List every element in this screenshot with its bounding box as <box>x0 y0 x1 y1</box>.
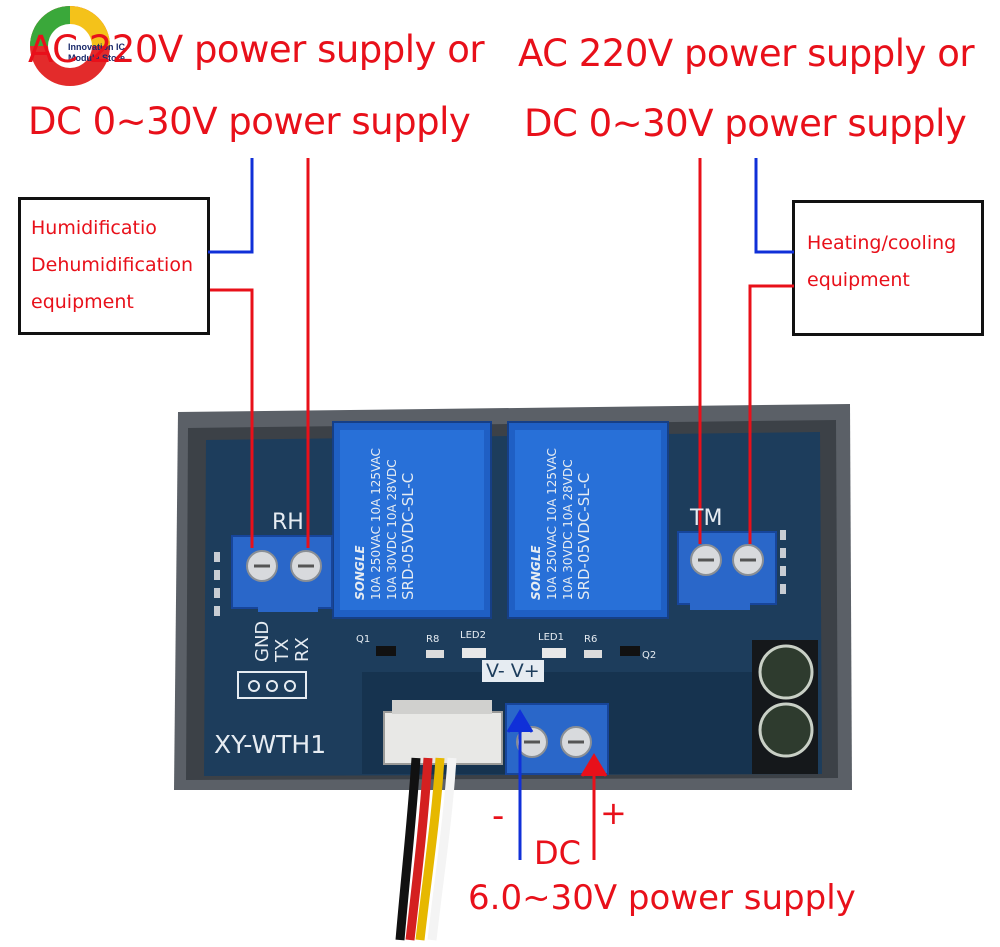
store-logo: Innovation IC Module Store <box>8 2 132 88</box>
sensor-connector <box>383 700 503 941</box>
relay-left-rating-1: 10A 250VAC 10A 125VAC <box>369 448 383 600</box>
terminal-tm-label: TM <box>690 506 723 531</box>
component-q1-label: Q1 <box>356 634 371 645</box>
right-equipment-box: Heating/cooling equipment <box>792 200 984 336</box>
relay-left-rating-2: 10A 30VDC 10A 28VDC <box>385 459 399 600</box>
relay-right-model: SRD-05VDC-SL-C <box>575 472 593 600</box>
right-equipment-line-2: equipment <box>807 269 910 291</box>
component-r6-label: R6 <box>584 634 598 645</box>
terminal-rh-label: RH <box>272 510 304 535</box>
dc-label: DC <box>534 834 581 872</box>
left-equipment-line-2: Dehumidification <box>31 254 193 276</box>
terminal-rh <box>231 535 333 612</box>
component-led1-label: LED1 <box>538 632 564 643</box>
right-supply-line-2: DC 0~30V power supply <box>524 102 967 145</box>
relay-right <box>507 421 669 619</box>
left-equipment-box: Humidificatio Dehumidification equipment <box>18 197 210 335</box>
relay-left-text: SONGLE 10A 250VAC 10A 125VAC 10A 30VDC 1… <box>352 430 417 600</box>
left-supply-line-1: AC 220V power supply or <box>28 28 485 71</box>
relay-right-text: SONGLE 10A 250VAC 10A 125VAC 10A 30VDC 1… <box>528 430 593 600</box>
left-supply-line-2: DC 0~30V power supply <box>28 100 471 143</box>
relay-left-brand: SONGLE <box>353 545 367 600</box>
dc-range-label: 6.0~30V power supply <box>468 878 856 918</box>
left-equipment-line-1: Humidificatio <box>31 217 157 239</box>
pin-tx-label: TX <box>272 638 293 662</box>
smd-components <box>376 646 640 658</box>
right-supply-line-1: AC 220V power supply or <box>518 32 975 75</box>
relay-left <box>332 421 492 619</box>
dc-minus-label: - <box>492 796 505 836</box>
relay-left-model: SRD-05VDC-SL-C <box>399 472 417 600</box>
dc-plus-label: + <box>600 794 627 832</box>
terminal-tm <box>677 531 777 610</box>
board-model-label: XY-WTH1 <box>214 730 327 759</box>
power-pin-label: V- V+ <box>482 660 544 682</box>
wires <box>208 158 794 860</box>
component-r8-label: R8 <box>426 634 440 645</box>
relay-right-brand: SONGLE <box>529 545 543 600</box>
pin-rx-label: RX <box>292 637 313 662</box>
relay-right-rating-1: 10A 250VAC 10A 125VAC <box>545 448 559 600</box>
relay-right-rating-2: 10A 30VDC 10A 28VDC <box>561 459 575 600</box>
capacitors <box>752 640 818 774</box>
component-led2-label: LED2 <box>460 630 486 641</box>
right-equipment-line-1: Heating/cooling <box>807 232 957 254</box>
logo-line-2: Module Store <box>68 53 126 63</box>
component-q2-label: Q2 <box>642 650 657 661</box>
logo-line-1: Innovation IC <box>68 42 125 52</box>
pin-gnd-label: GND <box>252 620 273 662</box>
left-equipment-line-3: equipment <box>31 291 134 313</box>
